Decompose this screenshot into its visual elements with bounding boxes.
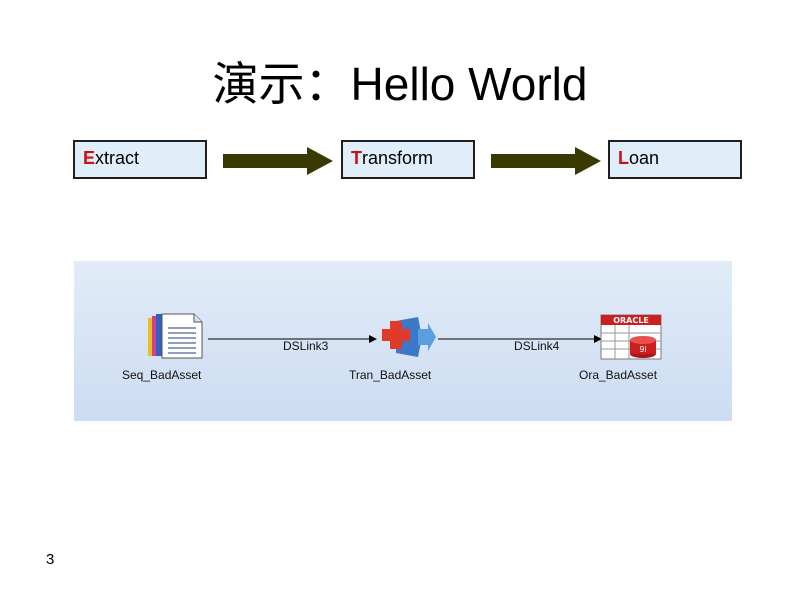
job-links-layer xyxy=(208,335,602,343)
stage-label-ora: Ora_BadAsset xyxy=(579,368,658,382)
load-label-rest: oan xyxy=(629,148,660,168)
transform-label-rest: ransform xyxy=(362,148,434,168)
job-canvas: ORACLE 9i DSLink3 DSLink4 Seq_BadAsset T… xyxy=(74,261,732,421)
link-dslink4[interactable] xyxy=(438,335,602,343)
transform-first-letter: T xyxy=(351,148,362,168)
stage-label-seq: Seq_BadAsset xyxy=(122,368,202,382)
slide-title: 演示：Hello World xyxy=(212,58,588,110)
flow-arrow-1 xyxy=(223,147,333,175)
transformer-icon[interactable] xyxy=(372,315,436,361)
sequential-file-icon[interactable] xyxy=(146,312,206,360)
flow-arrow-2 xyxy=(491,147,601,175)
extract-first-letter: E xyxy=(83,148,96,168)
transform-box: Transform xyxy=(341,140,475,179)
stage-label-tran: Tran_BadAsset xyxy=(349,368,432,382)
extract-box: Extract xyxy=(73,140,207,179)
link-dslink3[interactable] xyxy=(208,335,377,343)
load-first-letter: L xyxy=(618,148,629,168)
extract-label-rest: xtract xyxy=(95,148,140,168)
page-number: 3 xyxy=(46,551,55,568)
oracle-icon-badge: 9i xyxy=(639,345,646,354)
oracle-icon-text: ORACLE xyxy=(613,316,649,325)
link-label-dslink4: DSLink4 xyxy=(514,339,560,353)
oracle-db-icon[interactable]: ORACLE 9i xyxy=(599,314,663,362)
load-box: Loan xyxy=(608,140,742,179)
link-label-dslink3: DSLink3 xyxy=(283,339,329,353)
